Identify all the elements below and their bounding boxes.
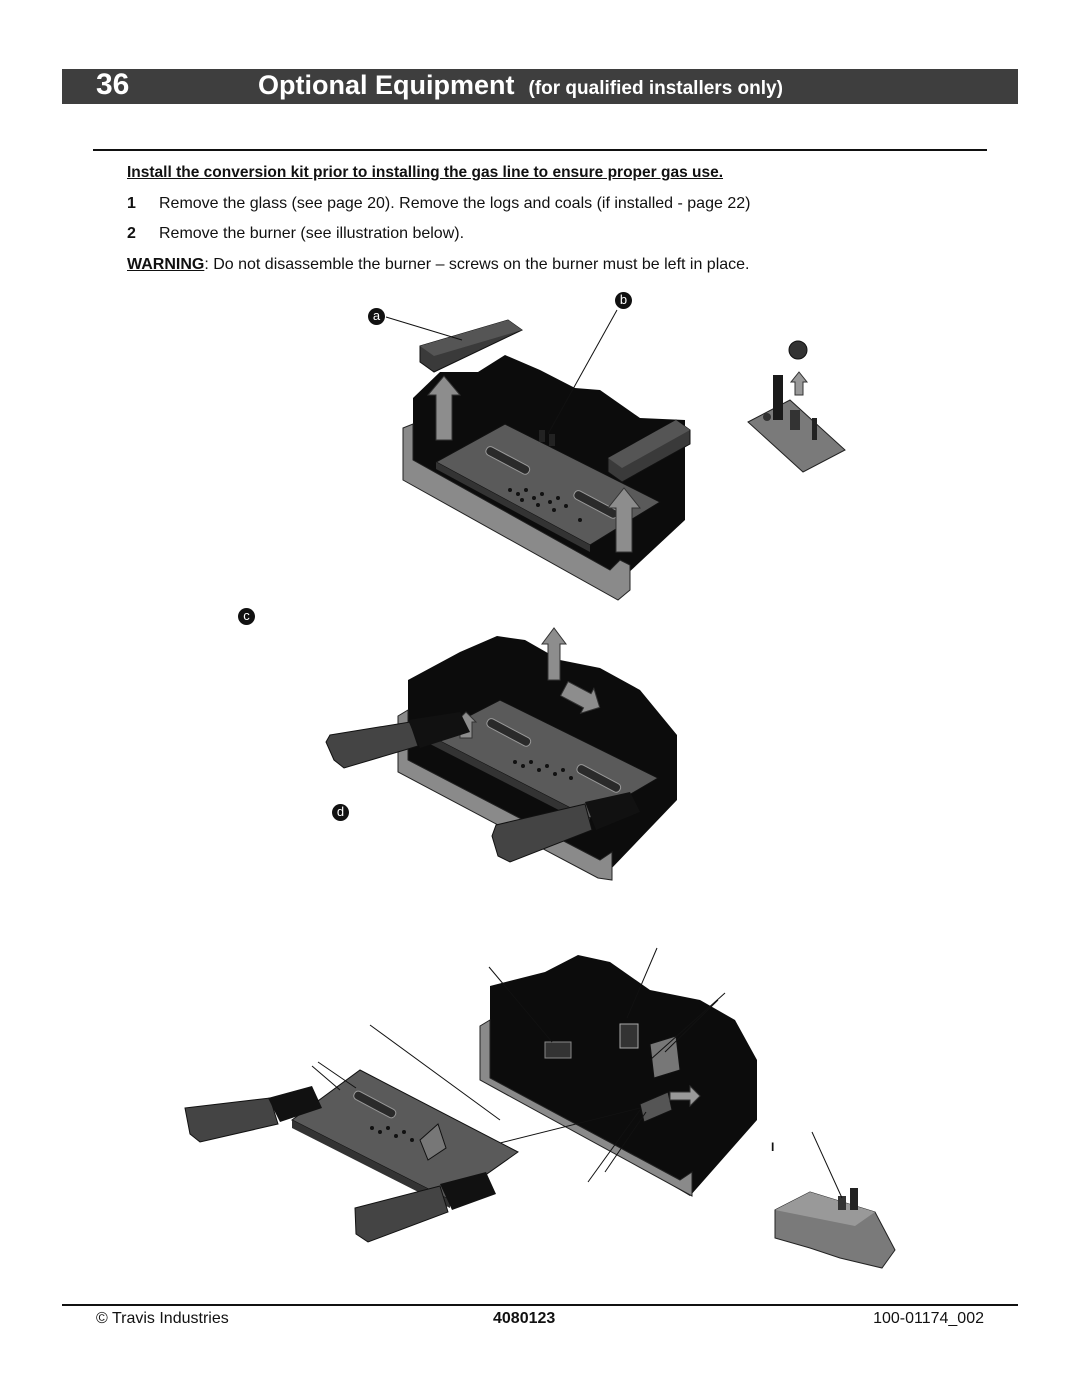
firebox-figure-3: [369, 947, 757, 1197]
header-bar: [62, 69, 1018, 104]
footer-manual-number: 4080123: [493, 1310, 556, 1327]
step-1: 1 Remove the glass (see page 20). Remove …: [127, 195, 750, 213]
pilot-detail-bottom: [774, 1131, 896, 1269]
step-2: 2 Remove the burner (see illustration bel…: [127, 225, 464, 243]
warning-text: : Do not disassemble the burner – screws…: [204, 256, 750, 273]
footer-document-code: 100-01174_002: [873, 1310, 984, 1327]
step-text: Remove the glass (see page 20). Remove t…: [159, 195, 751, 212]
step-text: Remove the burner (see illustration belo…: [159, 225, 465, 242]
footer-copyright: © Travis Industries: [96, 1310, 229, 1327]
callout-d: d: [332, 804, 349, 821]
warning-label: WARNING: [127, 256, 205, 273]
callout-c: c: [238, 608, 255, 625]
title-text: Optional Equipment: [258, 70, 515, 100]
callout-a: a: [368, 308, 385, 325]
burner-pulled-out: [184, 1061, 519, 1243]
page-subtitle: (for qualified installers only): [528, 78, 783, 99]
firebox-figure-2: [325, 627, 677, 881]
page-title: Optional Equipment (for qualified install…: [258, 70, 783, 101]
top-divider: [93, 149, 987, 151]
callout-b: b: [615, 292, 632, 309]
warning-line: WARNING: Do not disassemble the burner –…: [127, 256, 750, 274]
pilot-detail-top: [747, 340, 846, 473]
step-number: 2: [127, 225, 136, 242]
firebox-figure-1: [385, 309, 691, 601]
bottom-divider: [62, 1304, 1018, 1306]
figure-mark: I: [771, 1140, 775, 1154]
install-notice: Install the conversion kit prior to inst…: [127, 164, 724, 181]
step-number: 1: [127, 195, 136, 212]
page-number: 36: [96, 68, 130, 101]
